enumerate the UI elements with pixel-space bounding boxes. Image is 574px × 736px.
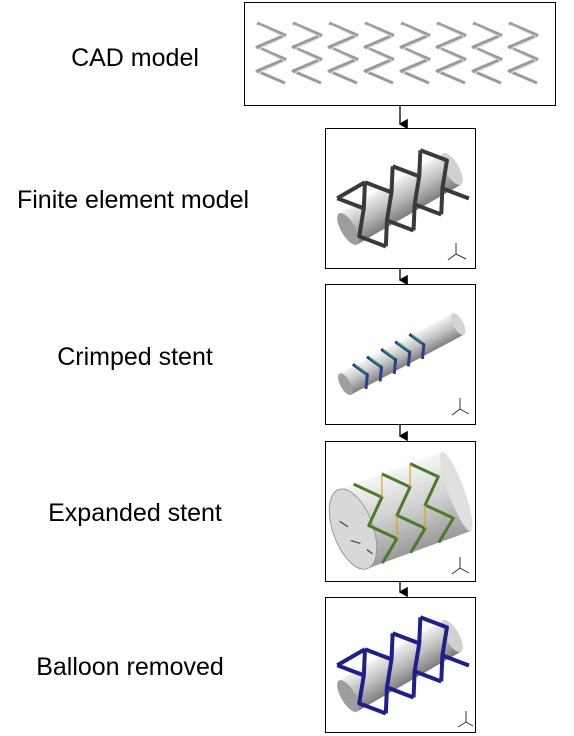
expanded-stent-drawing [328, 451, 473, 575]
step-label-expanded: Expanded stent [48, 499, 222, 527]
fe-model-panel [325, 128, 476, 269]
balloon-removed-panel [325, 597, 476, 733]
fe-stent-drawing [336, 148, 470, 261]
step-label-cad: CAD model [71, 44, 199, 72]
crimped-stent-panel [325, 284, 476, 425]
step-label-fe: Finite element model [16, 186, 250, 214]
cad-model-panel [244, 2, 556, 106]
axis-triad-icon [451, 398, 470, 416]
expanded-stent-panel [325, 441, 476, 582]
step-label-crimped: Crimped stent [57, 343, 213, 371]
crimped-stent-drawing [338, 313, 470, 416]
removed-stent-drawing [336, 615, 474, 728]
step-label-removed: Balloon removed [36, 653, 224, 681]
axis-triad-icon [457, 711, 474, 728]
axis-triad-icon [447, 243, 467, 261]
cad-stent-drawing [255, 21, 539, 85]
axis-triad-icon [451, 557, 470, 575]
